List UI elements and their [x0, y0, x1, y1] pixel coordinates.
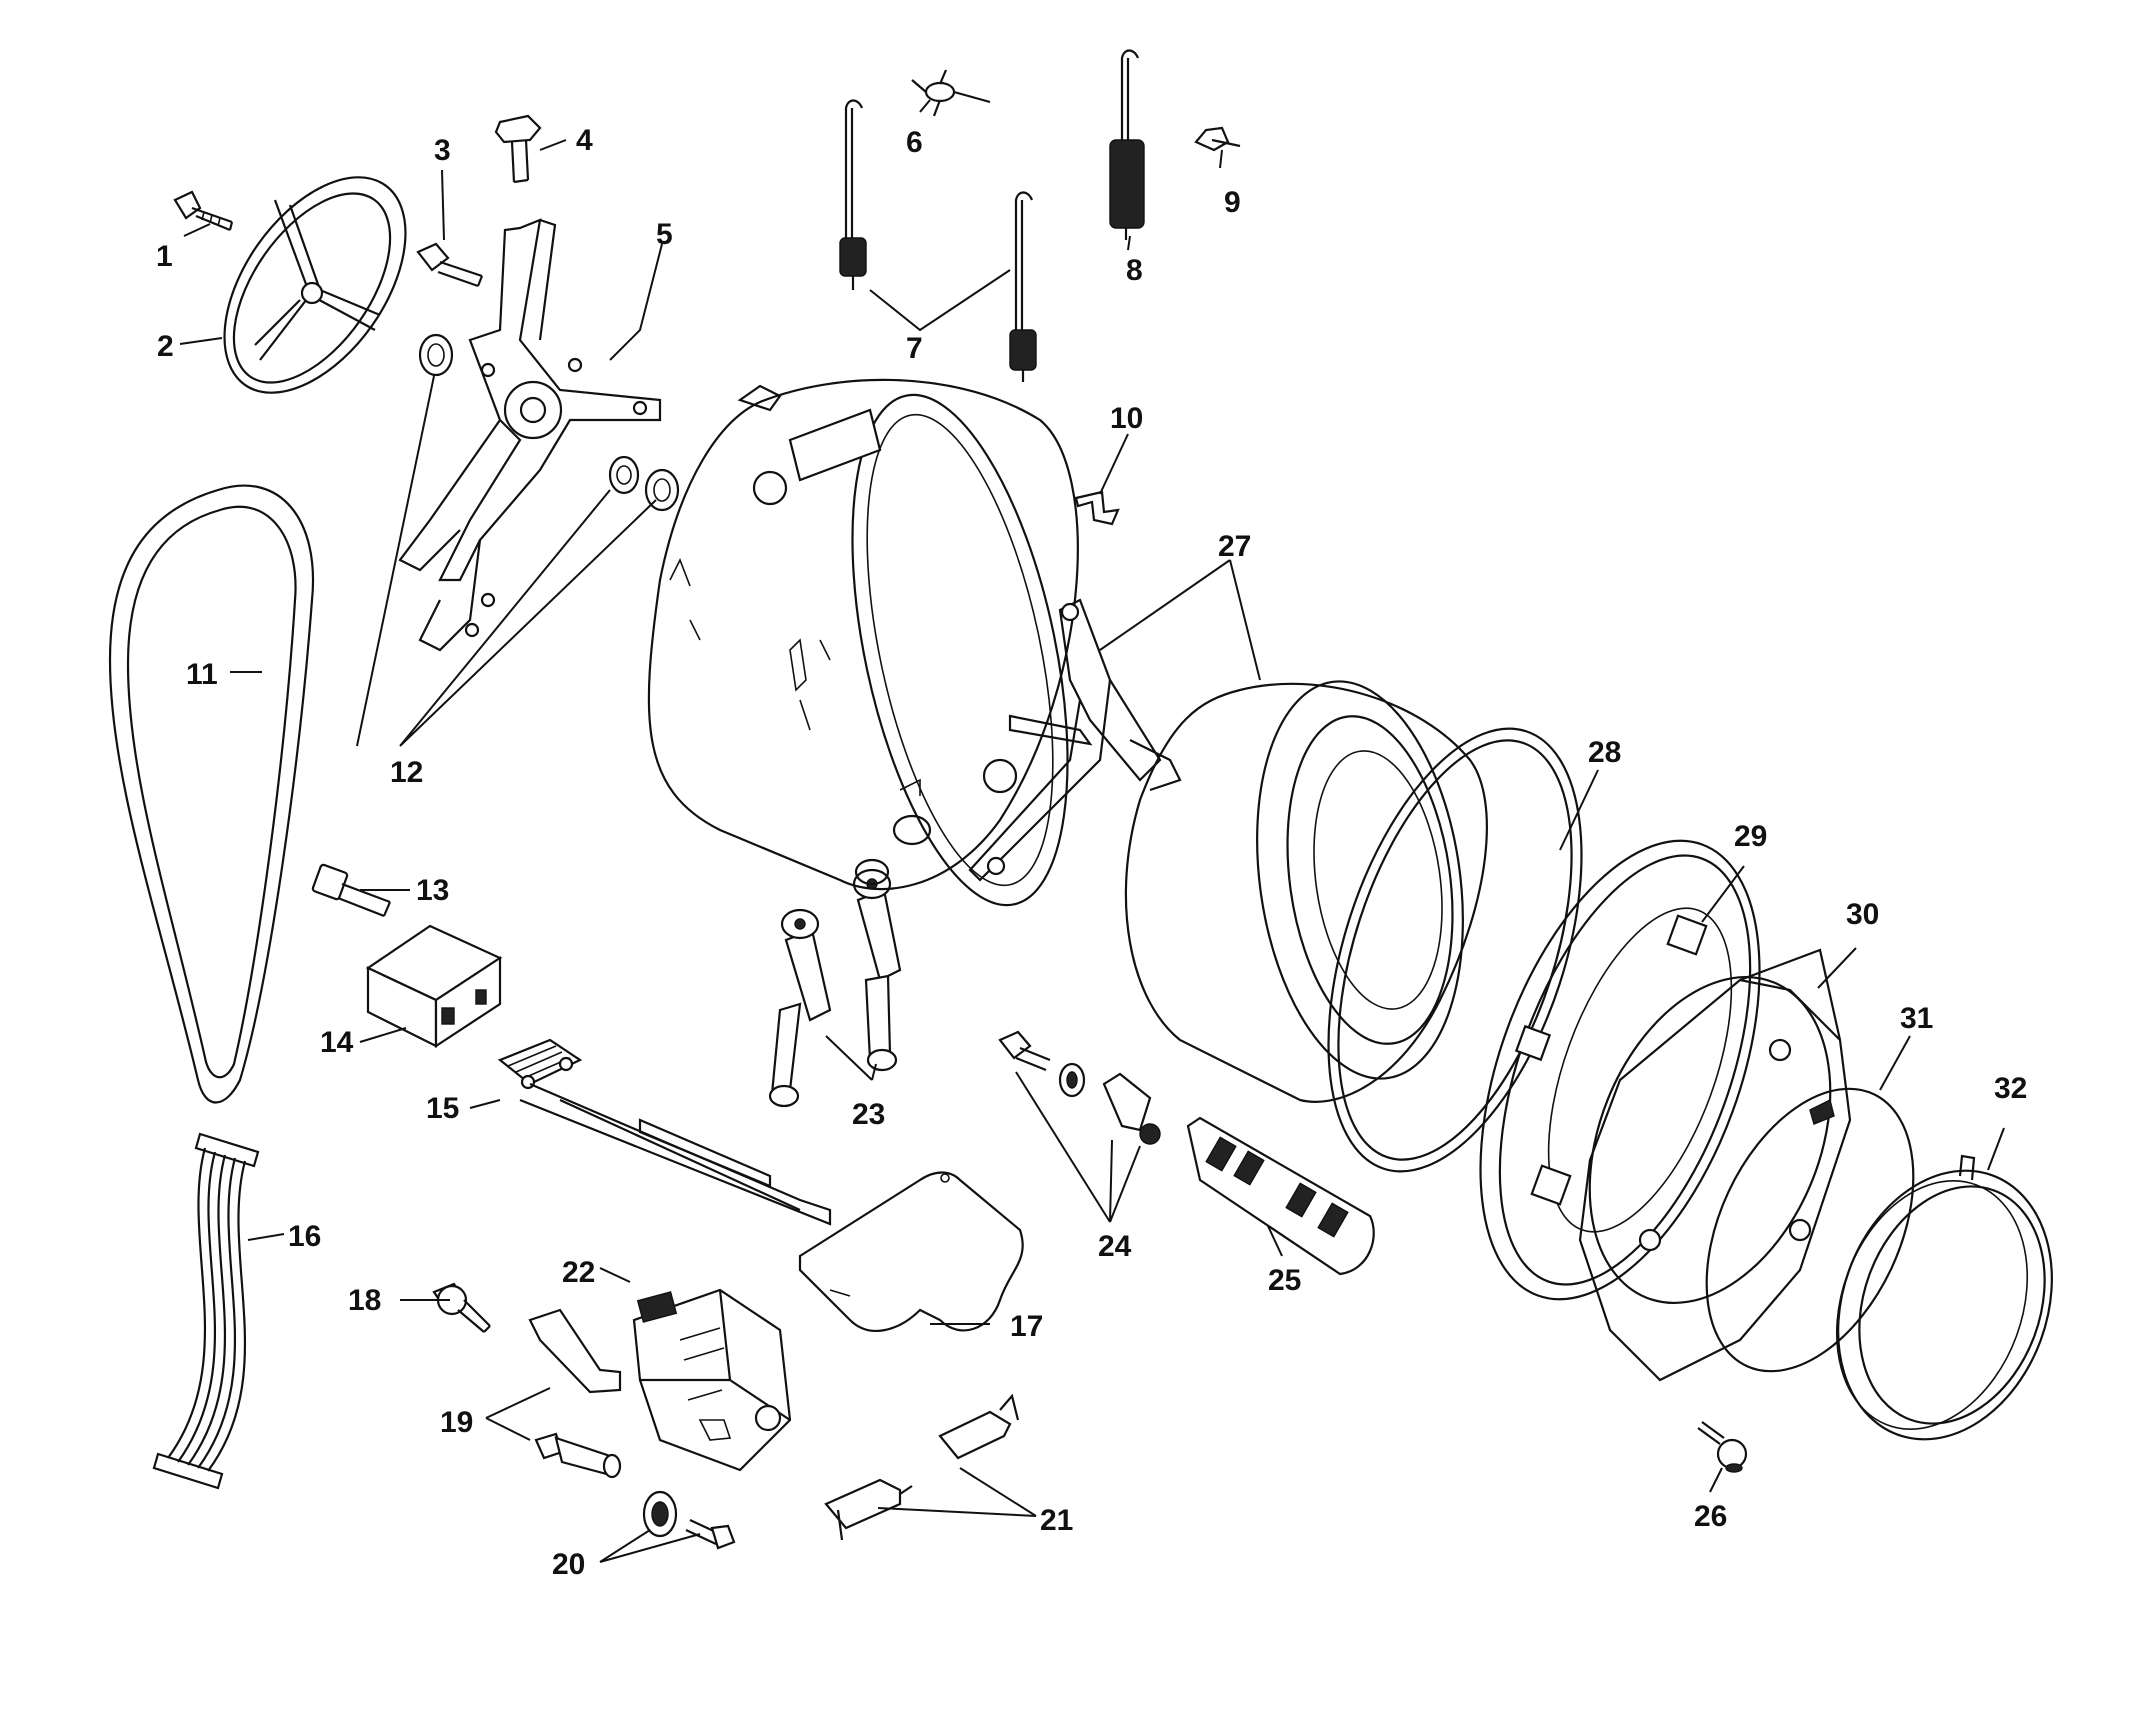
part-17-gasket: [798, 1171, 1024, 1332]
callout-32: 32: [1994, 1072, 2027, 1105]
callout-1: 1: [156, 240, 173, 273]
callout-numbers: 1 2 3 4 5 6 7 8 9 10 11 12 13 14 15 16 1…: [156, 124, 2027, 1581]
callout-22: 22: [562, 1256, 595, 1289]
part-15-heater: [497, 1038, 832, 1226]
callout-10: 10: [1110, 402, 1143, 435]
callout-26: 26: [1694, 1500, 1727, 1533]
part-27-drum: [968, 598, 1488, 1103]
callout-15: 15: [426, 1092, 459, 1125]
callout-20: 20: [552, 1548, 585, 1581]
part-19-22-motor: [528, 1288, 792, 1472]
callout-24: 24: [1098, 1230, 1132, 1263]
part-25-paddle: [1186, 1116, 1375, 1276]
callout-18: 18: [348, 1284, 381, 1317]
part-32-door-ring: [1835, 1154, 2053, 1441]
part-9-clip: [1194, 126, 1241, 152]
part-18-screw: [432, 1282, 491, 1333]
part-23-shocks: [768, 868, 902, 1108]
part-31-clamp: [1705, 1087, 1915, 1373]
part-24-hardware: [998, 1030, 1161, 1145]
part-5-spider: [398, 218, 662, 652]
callout-29: 29: [1734, 820, 1767, 853]
callout-14: 14: [320, 1026, 354, 1059]
part-26-screw: [1697, 1421, 1748, 1473]
part-29-plate: [1479, 839, 1761, 1301]
part-20-washer-bolt: [642, 1490, 736, 1550]
part-6-clip: [911, 69, 991, 117]
callout-5: 5: [656, 218, 673, 251]
callout-12: 12: [390, 756, 423, 789]
part-30-bracket: [1578, 948, 1852, 1382]
callout-7: 7: [906, 332, 923, 365]
part-3-bolt: [416, 242, 484, 288]
part-7-springs: [839, 99, 1037, 382]
part-1-screw: [173, 190, 234, 232]
part-21-switches: [824, 1393, 1020, 1541]
callout-3: 3: [434, 134, 451, 167]
leader-lines: [179, 99, 2005, 1563]
callout-23: 23: [852, 1098, 885, 1131]
part-11-belt: [108, 484, 315, 1104]
callout-4: 4: [576, 124, 593, 157]
callout-28: 28: [1588, 736, 1621, 769]
callout-8: 8: [1126, 254, 1143, 287]
callout-6: 6: [906, 126, 923, 159]
callout-31: 31: [1900, 1002, 1933, 1035]
callout-19: 19: [440, 1406, 473, 1439]
callout-21: 21: [1040, 1504, 1073, 1537]
callout-27: 27: [1218, 530, 1251, 563]
callout-2: 2: [157, 330, 174, 363]
part-12-seals: [418, 333, 680, 512]
part-14-module: [365, 924, 503, 1049]
part-8-spring: [1109, 49, 1145, 240]
callout-9: 9: [1224, 186, 1241, 219]
callout-11: 11: [186, 658, 218, 691]
callout-13: 13: [416, 874, 449, 907]
callout-16: 16: [288, 1220, 321, 1253]
callout-17: 17: [1010, 1310, 1043, 1343]
part-16-harness: [152, 1132, 260, 1490]
callout-25: 25: [1268, 1264, 1301, 1297]
part-13-connector: [311, 863, 392, 918]
callout-30: 30: [1846, 898, 1879, 931]
outer-tub: [647, 378, 1079, 907]
part-2-pulley: [223, 176, 407, 394]
part-4-bolt: [494, 114, 542, 184]
part-10-bracket: [1074, 490, 1120, 526]
part-19-pin: [534, 1432, 622, 1479]
